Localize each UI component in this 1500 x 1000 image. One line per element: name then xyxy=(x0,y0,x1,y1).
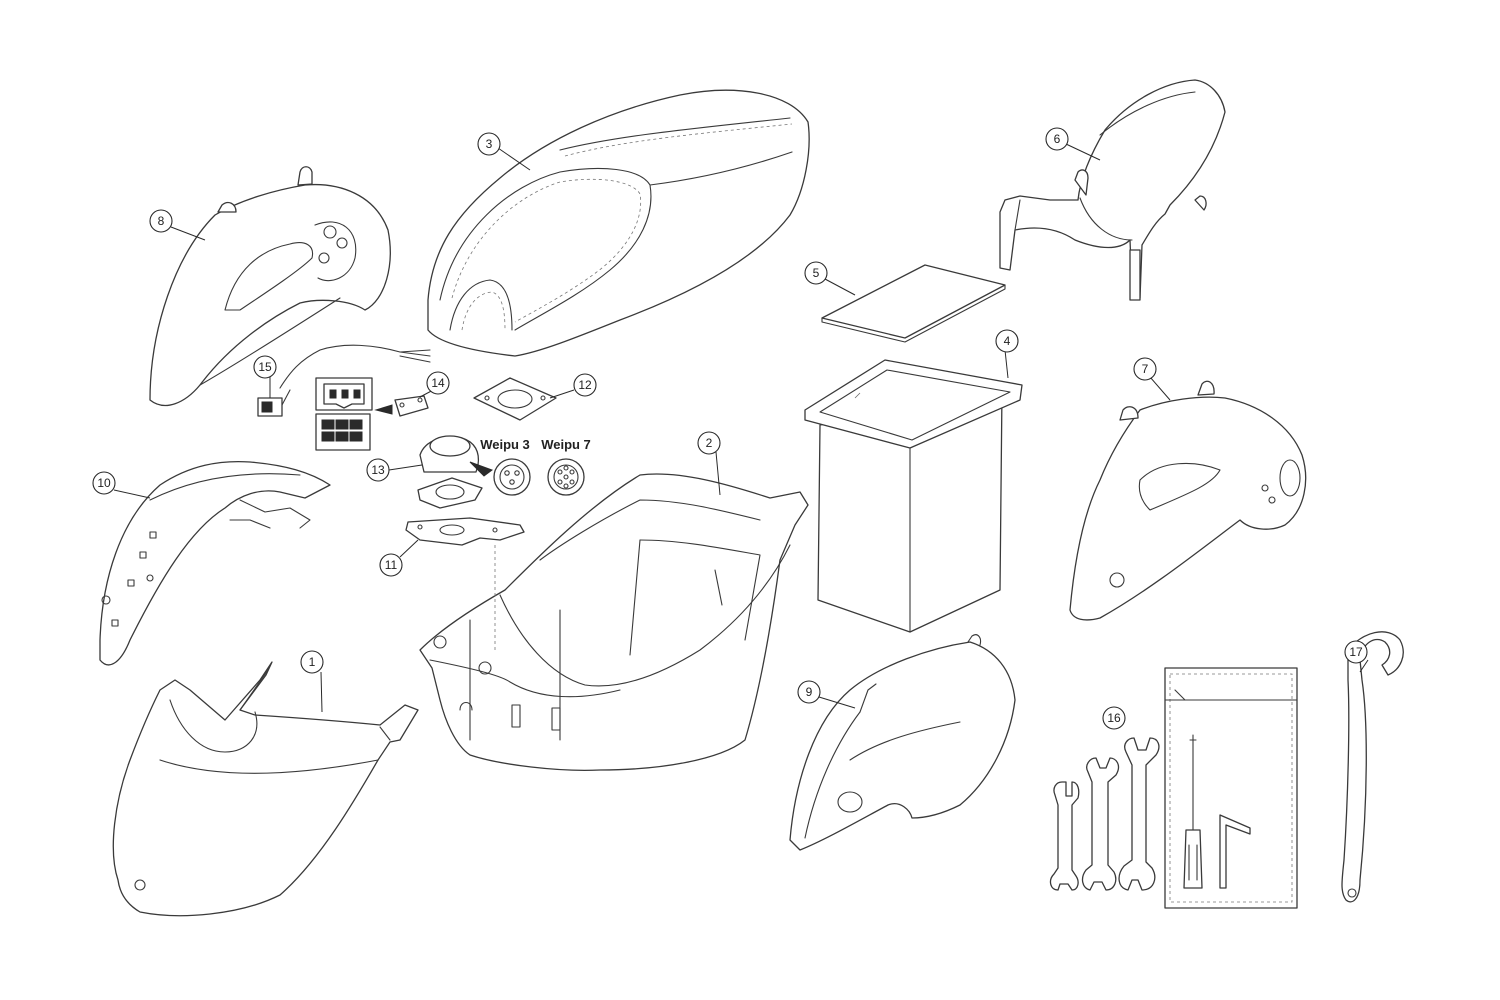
svg-text:8: 8 xyxy=(158,214,165,228)
socket-plate-part xyxy=(473,377,557,421)
callout-17: 17 xyxy=(1344,640,1368,664)
callout-2: 2 xyxy=(697,431,721,455)
svg-text:2: 2 xyxy=(706,436,713,450)
svg-text:6: 6 xyxy=(1054,132,1061,146)
svg-text:5: 5 xyxy=(813,266,820,280)
svg-text:15: 15 xyxy=(258,360,272,374)
cable-harness-part xyxy=(257,344,431,417)
callout-13: 13 xyxy=(366,458,390,482)
side-fairing-part xyxy=(112,661,419,917)
svg-text:11: 11 xyxy=(385,558,398,572)
weipu-3-label: Weipu 3 xyxy=(480,437,530,452)
callout-1: 1 xyxy=(300,650,324,674)
rear-hugger-part xyxy=(999,79,1226,301)
callout-3: 3 xyxy=(477,132,501,156)
callout-16: 16 xyxy=(1102,706,1126,730)
svg-text:17: 17 xyxy=(1349,645,1363,659)
weipu-7-connector xyxy=(547,458,585,496)
side-cover-part xyxy=(99,460,331,666)
svg-text:16: 16 xyxy=(1107,711,1121,725)
svg-text:1: 1 xyxy=(309,655,316,669)
leader-lines xyxy=(113,143,1369,713)
power-socket-part xyxy=(315,377,429,451)
svg-text:4: 4 xyxy=(1004,334,1011,348)
tool-kit-part xyxy=(1049,667,1298,909)
svg-text:13: 13 xyxy=(371,463,385,477)
callout-6: 6 xyxy=(1045,127,1069,151)
weipu-7-label: Weipu 7 xyxy=(541,437,591,452)
svg-text:14: 14 xyxy=(431,376,445,390)
callout-4: 4 xyxy=(995,329,1019,353)
callout-7: 7 xyxy=(1133,357,1157,381)
callout-15: 15 xyxy=(253,355,277,379)
seat-part xyxy=(427,89,810,357)
storage-bin-part xyxy=(804,359,1023,633)
weipu-3-connector xyxy=(493,458,531,496)
callout-9: 9 xyxy=(797,680,821,704)
callout-8: 8 xyxy=(149,209,173,233)
tool-sheet-part xyxy=(821,264,1006,343)
svg-text:10: 10 xyxy=(97,476,111,490)
mounting-bracket-part xyxy=(405,517,525,546)
svg-text:3: 3 xyxy=(486,137,493,151)
rear-panel-left-part xyxy=(149,166,391,407)
c-spanner-part xyxy=(1341,631,1404,903)
underseat-tray-part xyxy=(419,473,809,771)
svg-text:12: 12 xyxy=(578,378,592,392)
callout-10: 10 xyxy=(92,471,116,495)
inner-panel-part xyxy=(789,634,1016,851)
callout-12: 12 xyxy=(573,373,597,397)
rear-panel-right-part xyxy=(1069,380,1307,621)
svg-text:9: 9 xyxy=(806,685,813,699)
svg-text:7: 7 xyxy=(1142,362,1149,376)
callout-14: 14 xyxy=(426,371,450,395)
socket-housing-part xyxy=(417,435,494,509)
callout-5: 5 xyxy=(804,261,828,285)
callout-11: 11 xyxy=(379,553,403,577)
